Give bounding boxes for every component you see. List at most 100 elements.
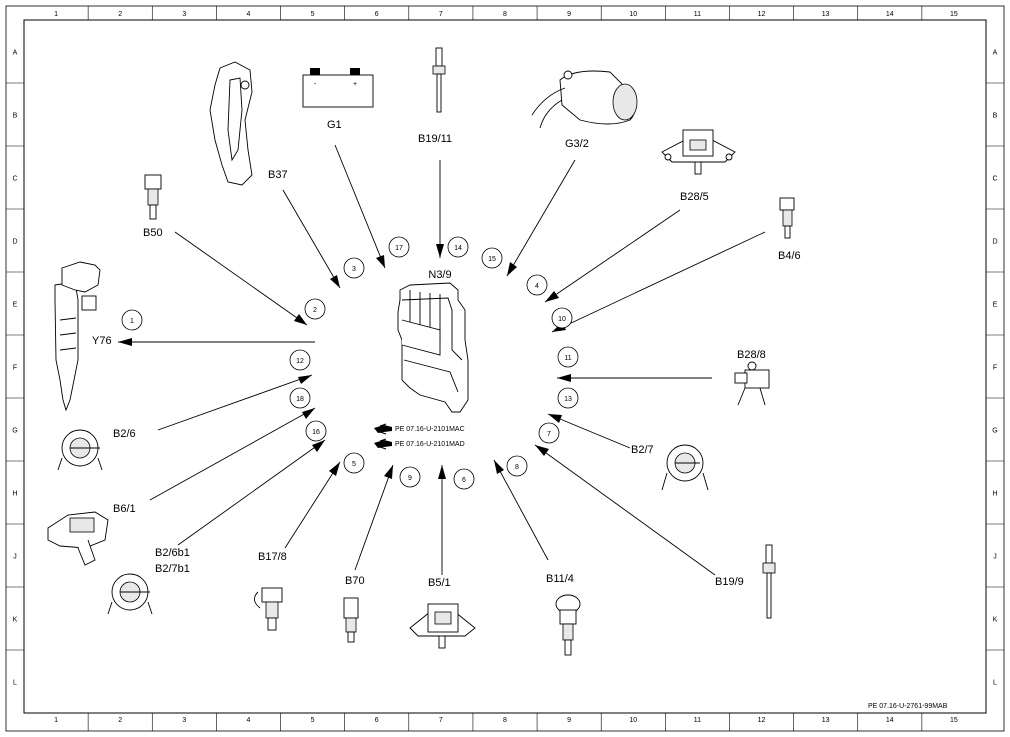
- callout-8[interactable]: 8: [506, 455, 528, 477]
- grid-column-label: 4: [247, 717, 251, 724]
- callout-7[interactable]: 7: [538, 422, 560, 444]
- component-b17-8[interactable]: B17/8: [254, 551, 287, 631]
- grid-column-label: 1: [54, 11, 58, 18]
- callout-10[interactable]: 10: [551, 307, 573, 329]
- grid-column-label: 5: [311, 717, 315, 724]
- grid-column-label: 12: [758, 717, 766, 724]
- hand-pointer-icon: [374, 423, 392, 435]
- svg-text:8: 8: [515, 464, 519, 471]
- callout-1[interactable]: 1: [121, 309, 143, 331]
- component-b19-9[interactable]: B19/9: [715, 544, 776, 619]
- grid-row-label: C: [12, 176, 17, 183]
- grid-column-label: 8: [503, 11, 507, 18]
- callout-3[interactable]: 3: [343, 257, 365, 279]
- component-b70[interactable]: B70: [343, 575, 365, 643]
- grid-row-label: A: [13, 50, 18, 57]
- callout-12[interactable]: 12: [289, 349, 311, 371]
- component-label: B11/4: [546, 573, 574, 585]
- svg-text:14: 14: [454, 245, 462, 252]
- svg-text:17: 17: [395, 245, 403, 252]
- svg-text:3: 3: [352, 266, 356, 273]
- component-b2-6b1[interactable]: B2/6b1 B2/7b1: [107, 547, 190, 615]
- svg-text:-: -: [314, 81, 317, 88]
- component-label: B70: [345, 575, 365, 587]
- callout-5[interactable]: 5: [343, 452, 365, 474]
- svg-text:16: 16: [312, 429, 320, 436]
- component-b2-7[interactable]: B2/7: [631, 444, 709, 491]
- component-b6-1[interactable]: B6/1: [47, 503, 136, 566]
- callout-14[interactable]: 14: [447, 236, 469, 258]
- component-b11-4[interactable]: B11/4: [546, 573, 581, 656]
- pressure-sensor-icon: [661, 129, 736, 175]
- svg-text:7: 7: [547, 431, 551, 438]
- hand-pointer-icon: [374, 438, 392, 450]
- grid-column-label: 8: [503, 717, 507, 724]
- component-y76[interactable]: Y76: [54, 261, 112, 412]
- component-b50[interactable]: B50: [143, 174, 163, 239]
- component-label: B37: [268, 169, 288, 181]
- component-b2-6[interactable]: B2/6: [57, 428, 136, 471]
- component-label: B2/6b1: [155, 547, 190, 559]
- callout-15[interactable]: 15: [481, 247, 503, 269]
- component-b19-11[interactable]: B19/11: [418, 47, 452, 145]
- grid-row-label: B: [993, 113, 998, 120]
- svg-text:13: 13: [564, 396, 572, 403]
- grid-column-label: 2: [118, 717, 122, 724]
- callout-9[interactable]: 9: [399, 466, 421, 488]
- injector-icon: [54, 261, 101, 412]
- grid-column-label: 7: [439, 11, 443, 18]
- component-label: B4/6: [778, 250, 801, 262]
- callout-13[interactable]: 13: [557, 387, 579, 409]
- callout-4[interactable]: 4: [526, 274, 548, 296]
- svg-text:+: +: [353, 81, 357, 88]
- callout-2[interactable]: 2: [304, 298, 326, 320]
- component-label: B19/11: [418, 133, 452, 145]
- component-label: B28/5: [680, 191, 709, 203]
- svg-text:15: 15: [488, 256, 496, 263]
- callout-6[interactable]: 6: [453, 468, 475, 490]
- grid-column-label: 11: [694, 11, 701, 18]
- component-b37[interactable]: B37: [209, 61, 288, 186]
- callout-11[interactable]: 11: [557, 346, 579, 368]
- grid-row-label: G: [992, 428, 997, 435]
- pressure-sensor-icon: [409, 603, 476, 649]
- reference-text: PE 07.16-U-2101MAD: [395, 441, 465, 448]
- reference-1[interactable]: PE 07.16-U-2101MAC: [374, 423, 465, 435]
- callout-16[interactable]: 16: [305, 420, 327, 442]
- grid-column-label: 3: [182, 11, 186, 18]
- svg-text:6: 6: [462, 477, 466, 484]
- svg-text:18: 18: [296, 396, 304, 403]
- component-label: B5/1: [428, 577, 451, 589]
- grid-column-label: 2: [118, 11, 122, 18]
- component-g3-2[interactable]: G3/2: [531, 70, 638, 150]
- footer-reference: PE 07.16-U-2761-99MAB: [868, 703, 948, 710]
- reference-text: PE 07.16-U-2101MAC: [395, 426, 465, 433]
- grid-row-label: L: [993, 680, 997, 687]
- grid-column-label: 10: [629, 11, 637, 18]
- grid-row-label: C: [992, 176, 997, 183]
- component-b28-5[interactable]: B28/5: [661, 129, 736, 203]
- oxygen-sensor-icon: [531, 70, 638, 129]
- pressure-sensor-icon: [734, 361, 770, 406]
- component-g1[interactable]: - + G1: [302, 68, 374, 131]
- callout-18[interactable]: 18: [289, 387, 311, 409]
- temperature-sensor-icon: [254, 587, 283, 631]
- grid-row-label: L: [13, 680, 17, 687]
- grid-column-label: 9: [567, 11, 571, 18]
- connection-arrows: [118, 144, 766, 576]
- control-unit-n3-9: N3/9: [397, 269, 469, 413]
- grid-row-label: K: [993, 617, 998, 624]
- component-label: B17/8: [258, 551, 287, 563]
- component-b4-6[interactable]: B4/6: [778, 197, 801, 262]
- svg-text:10: 10: [558, 316, 566, 323]
- grid-column-label: 13: [822, 11, 830, 18]
- svg-text:5: 5: [352, 461, 356, 468]
- grid-column-label: 6: [375, 717, 379, 724]
- airflow-sensor-icon: [661, 444, 709, 491]
- component-b5-1[interactable]: B5/1: [409, 577, 476, 649]
- callout-17[interactable]: 17: [388, 236, 410, 258]
- component-b28-8[interactable]: B28/8: [734, 349, 770, 406]
- reference-2[interactable]: PE 07.16-U-2101MAD: [374, 438, 465, 450]
- component-label: B2/7: [631, 444, 654, 456]
